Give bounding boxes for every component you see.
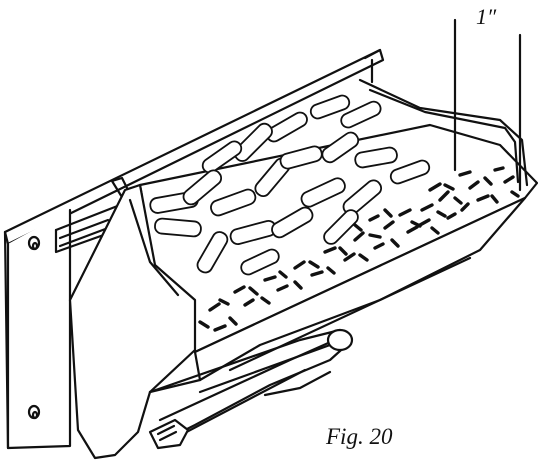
slide-knob — [326, 328, 354, 352]
pan-side-wall — [68, 183, 197, 460]
dimension-label: 1″ — [476, 4, 497, 29]
ash-fragments — [198, 166, 520, 332]
pan-floor — [193, 196, 527, 382]
figure-caption: Fig. 20 — [326, 424, 393, 449]
mounting-plate — [3, 48, 385, 246]
mounting-holes — [27, 235, 41, 420]
fuel-pellets — [149, 94, 431, 276]
